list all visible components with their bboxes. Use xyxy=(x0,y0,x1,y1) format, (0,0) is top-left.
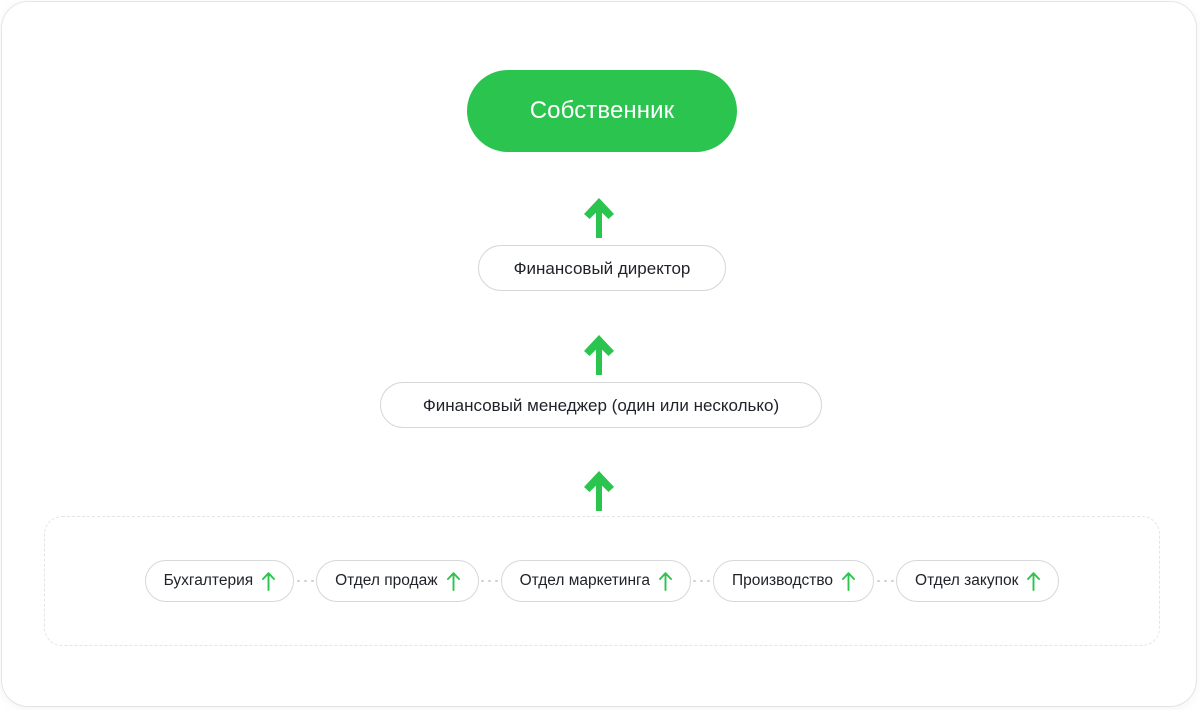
node-finance-manager[interactable]: Финансовый менеджер (один или несколько) xyxy=(380,382,822,428)
chip-connector xyxy=(294,579,316,583)
arrow-up-icon xyxy=(262,571,276,591)
arrow-up-icon xyxy=(659,571,672,591)
node-cfo-label: Финансовый директор xyxy=(513,258,691,278)
department-chip-marketing[interactable]: Отдел маркетинга xyxy=(500,560,691,602)
arrow-up-icon xyxy=(446,571,460,591)
departments-group: Бухгалтерия Отдел продаж Отдел маркетинг… xyxy=(44,516,1160,646)
department-chip-label: Отдел продаж xyxy=(335,572,438,590)
department-chip-label: Бухгалтерия xyxy=(163,572,254,590)
arrow-up-icon xyxy=(1027,571,1041,591)
arrow-up-to-cfo xyxy=(582,333,616,377)
chip-connector xyxy=(479,579,501,583)
department-chip-label: Отдел закупок xyxy=(915,572,1019,590)
department-chip-accounting[interactable]: Бухгалтерия xyxy=(144,560,295,602)
chip-connector xyxy=(874,579,896,583)
department-chip-procurement[interactable]: Отдел закупок xyxy=(896,560,1060,602)
chip-connector xyxy=(691,579,713,583)
departments-row: Бухгалтерия Отдел продаж Отдел маркетинг… xyxy=(144,560,1060,602)
node-finance-manager-label: Финансовый менеджер (один или несколько) xyxy=(422,395,780,415)
department-chip-sales[interactable]: Отдел продаж xyxy=(316,560,479,602)
node-owner[interactable]: Собственник xyxy=(467,70,737,152)
department-chip-label: Отдел маркетинга xyxy=(519,572,650,590)
node-cfo[interactable]: Финансовый директор xyxy=(478,245,726,291)
arrow-up-icon xyxy=(842,571,855,591)
department-chip-production[interactable]: Производство xyxy=(712,560,875,602)
arrow-up-to-finance-manager xyxy=(582,469,616,513)
department-chip-label: Производство xyxy=(731,572,834,590)
node-owner-label: Собственник xyxy=(529,97,675,124)
arrow-up-to-owner xyxy=(582,196,616,240)
